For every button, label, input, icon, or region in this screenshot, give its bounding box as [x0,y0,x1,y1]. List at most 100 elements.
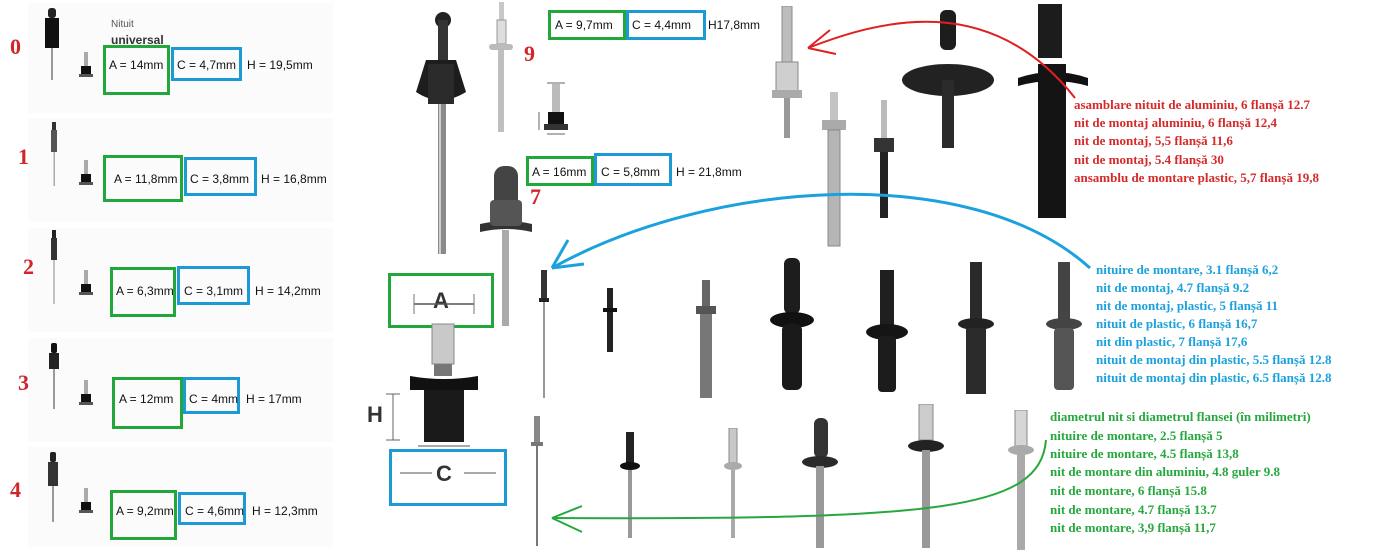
dimension-icon-0 [79,52,93,77]
a-box-9 [548,10,626,40]
header-line2: universal [111,33,164,47]
rivet-image-blue-3 [696,280,716,398]
dimension-icon-4 [79,488,93,513]
green-list-item-5: nit de montare, 6 flanșă 15.8 [1050,483,1207,498]
number-9: 9 [524,41,535,66]
rivet-image-red-1 [772,6,802,138]
green-arrow [551,440,1047,533]
dimension-icon-7 [538,82,568,135]
rivet-image-blue-1 [539,270,549,398]
c-value-3: C = 4mm [189,392,239,406]
green-list-item-6: nit de montare, 4.7 flanșă 13.7 [1050,502,1217,517]
c-value-4: C = 4,6mm [185,504,245,518]
rivet-image-1 [51,122,57,186]
diagram-c-box [389,449,507,506]
red-list-item-5: ansamblu de montare plastic, 5,7 flanșă … [1074,170,1319,185]
c-box-3 [183,377,240,414]
blue-list-item-3: nit de montaj, plastic, 5 flanșă 11 [1096,298,1279,313]
blue-arrow [550,192,1092,270]
a-value-9: A = 9,7mm [555,18,613,32]
a-box-2 [110,267,176,317]
rivet-image-blue-4 [770,258,814,390]
red-arrow [807,20,1076,99]
rivet-image-green-6 [1008,410,1034,550]
red-list-item-3: nit de montaj, 5,5 flanșă 11,6 [1074,133,1233,148]
a-box-1 [103,155,183,202]
rivet-image-red-3 [874,100,894,218]
c-value-2: C = 3,1mm [184,284,244,298]
c-box-1 [184,157,257,196]
rivet-image-blue-5 [866,270,908,392]
dimension-icon-2 [79,270,93,295]
rivet-image-9 [489,2,513,132]
green-list-item-1: diametrul nit si diametrul flansei (în m… [1050,409,1311,424]
rivet-image-0 [45,8,59,80]
c-box-4 [178,492,246,525]
c-box-9 [626,10,706,40]
rivet-image-red-4 [902,10,994,148]
c-value-0: C = 4,7mm [177,58,237,72]
row-number-4: 4 [10,477,21,502]
diagram-c-arrow [400,472,496,474]
blue-list-item-1: nituire de montare, 3.1 flanșă 6,2 [1096,262,1279,277]
rivet-image-green-2 [620,432,640,538]
rivet-image-blue-6 [958,262,994,394]
rivet-image-4 [48,452,58,522]
rivet-image-green-1 [531,416,543,546]
h-value-2: H = 14,2mm [255,284,321,298]
dimension-icon-1 [79,160,93,185]
rivet-image-red-2 [822,92,846,247]
a-box-7 [526,156,594,186]
dimension-icon-3 [79,380,93,405]
blue-list-item-5: nit din plastic, 7 flanșă 17,6 [1096,334,1248,349]
a-value-0: A = 14mm [109,58,164,72]
row-number-3: 3 [18,370,29,395]
number-7: 7 [530,184,541,209]
rivet-image-red-5 [1018,4,1088,218]
c-box-2 [177,266,250,305]
a-box-4 [110,490,177,540]
header-line1: Nituit [111,19,134,30]
red-list-item-1: asamblare nituit de aluminiu, 6 flanșă 1… [1074,97,1310,112]
h-value-9: H17,8mm [708,18,761,32]
a-value-2: A = 6,3mm [116,284,174,298]
c-value-1: C = 3,8mm [190,172,250,186]
c-value-9: C = 4,4mm [632,18,692,32]
a-value-7: A = 16mm [532,165,587,179]
row-number-1: 1 [18,144,29,169]
blue-list-item-4: nituit de plastic, 6 flanșă 16,7 [1096,316,1258,331]
row-panel-0 [28,3,333,113]
green-list-item-2: nituire de montare, 2.5 flanșă 5 [1050,428,1223,443]
a-value-3: A = 12mm [119,392,174,406]
rivet-image-blue-7 [1046,262,1082,390]
green-list-item-7: nit de montare, 3,9 flanșă 11,7 [1050,520,1216,535]
a-box-0 [103,45,170,95]
diagram-h-arrow [386,393,400,441]
diagram-h-letter: H [367,402,383,427]
green-list-item-4: nit de montare din aluminiu, 4.8 guler 9… [1050,464,1280,479]
rivet-image-large-0 [416,12,466,254]
diagram-c-letter: C [436,461,452,486]
red-list-item-4: nit de montaj, 5.4 flanșă 30 [1074,152,1224,167]
blue-list-item-2: nit de montaj, 4.7 flanșă 9.2 [1096,280,1250,295]
blue-list-item-6: nituit de montaj din plastic, 5.5 flanșă… [1096,352,1332,367]
a-box-3 [112,377,183,429]
rivet-image-green-3 [724,428,742,538]
rivet-image-green-5 [908,404,944,548]
row-number-2: 2 [23,254,34,279]
c-box-0 [171,47,242,81]
h-value-7: H = 21,8mm [676,165,742,179]
h-value-1: H = 16,8mm [261,172,327,186]
row-number-0: 0 [10,34,21,59]
c-value-7: C = 5,8mm [601,165,661,179]
a-value-4: A = 9,2mm [116,504,174,518]
h-value-0: H = 19,5mm [247,58,313,72]
c-box-7 [594,153,672,186]
a-value-1: A = 11,8mm [114,172,178,186]
rivet-image-blue-2 [603,288,617,352]
diagram-rivet [410,294,478,447]
rivet-image-3 [49,343,59,409]
green-list-item-3: nituire de montare, 4.5 flanșă 13,8 [1050,446,1239,461]
h-value-4: H = 12,3mm [252,504,318,518]
rivet-image-green-4 [802,418,838,548]
